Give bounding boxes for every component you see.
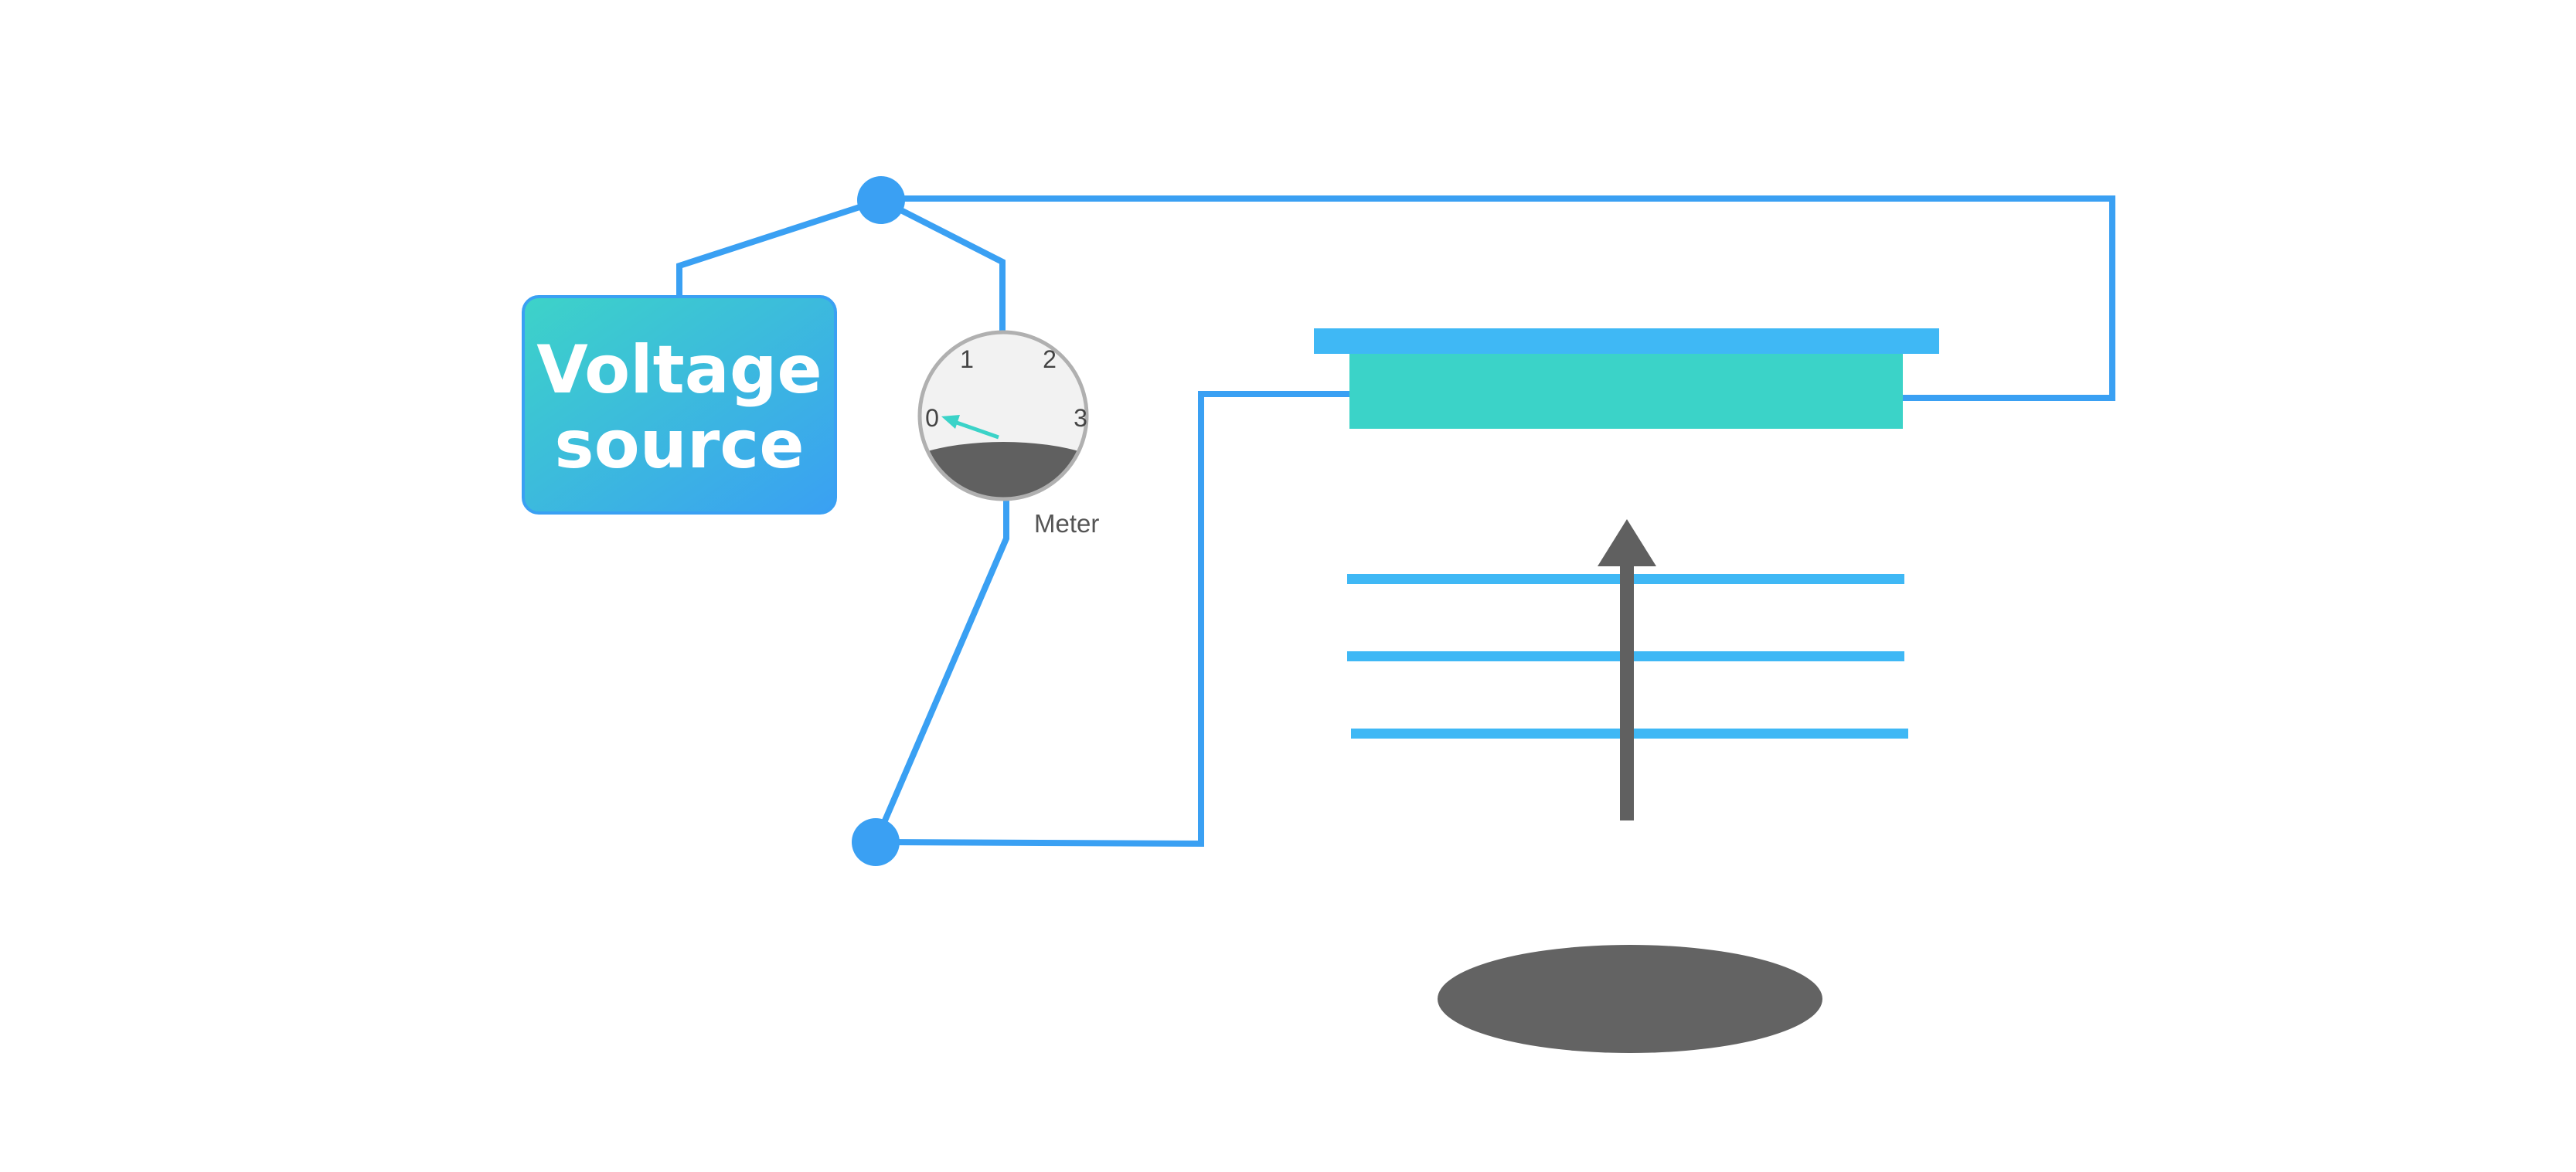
up-arrow-icon	[1598, 519, 1656, 820]
meter-dark-segment	[921, 442, 1085, 498]
meter-tick-2: 2	[1043, 345, 1057, 373]
wire-top-node-to-plate	[881, 195, 2115, 401]
sample-plate	[1349, 354, 1903, 429]
base-disk	[1438, 945, 1822, 1053]
meter-tick-3: 3	[1074, 404, 1087, 432]
junction-node-bottom	[852, 818, 900, 866]
voltage-source-label-line1: Voltage	[536, 331, 822, 409]
meter-tick-1: 1	[960, 345, 974, 373]
wire-top-node-to-meter	[880, 197, 1006, 331]
meter-rim	[917, 330, 1089, 501]
junction-node-top	[857, 176, 905, 224]
top-electrode-plate	[1314, 328, 1939, 354]
meter-needle-tip	[941, 415, 960, 429]
meter-needle	[951, 419, 999, 440]
meter-tick-0: 0	[925, 404, 939, 432]
wire-bottom-node-to-sample	[875, 391, 1353, 848]
voltage-source-box	[522, 295, 837, 515]
voltage-source-label-line2: source	[554, 406, 804, 484]
meter-label: Meter	[1034, 509, 1099, 538]
wire-source-to-top-node	[676, 197, 883, 297]
meter: 0 1 2 3 Meter	[917, 330, 1099, 538]
wire-meter-to-bottom-node	[873, 501, 1009, 844]
voltage-source: Voltage source	[522, 295, 837, 515]
circuit-wires	[676, 195, 2115, 848]
